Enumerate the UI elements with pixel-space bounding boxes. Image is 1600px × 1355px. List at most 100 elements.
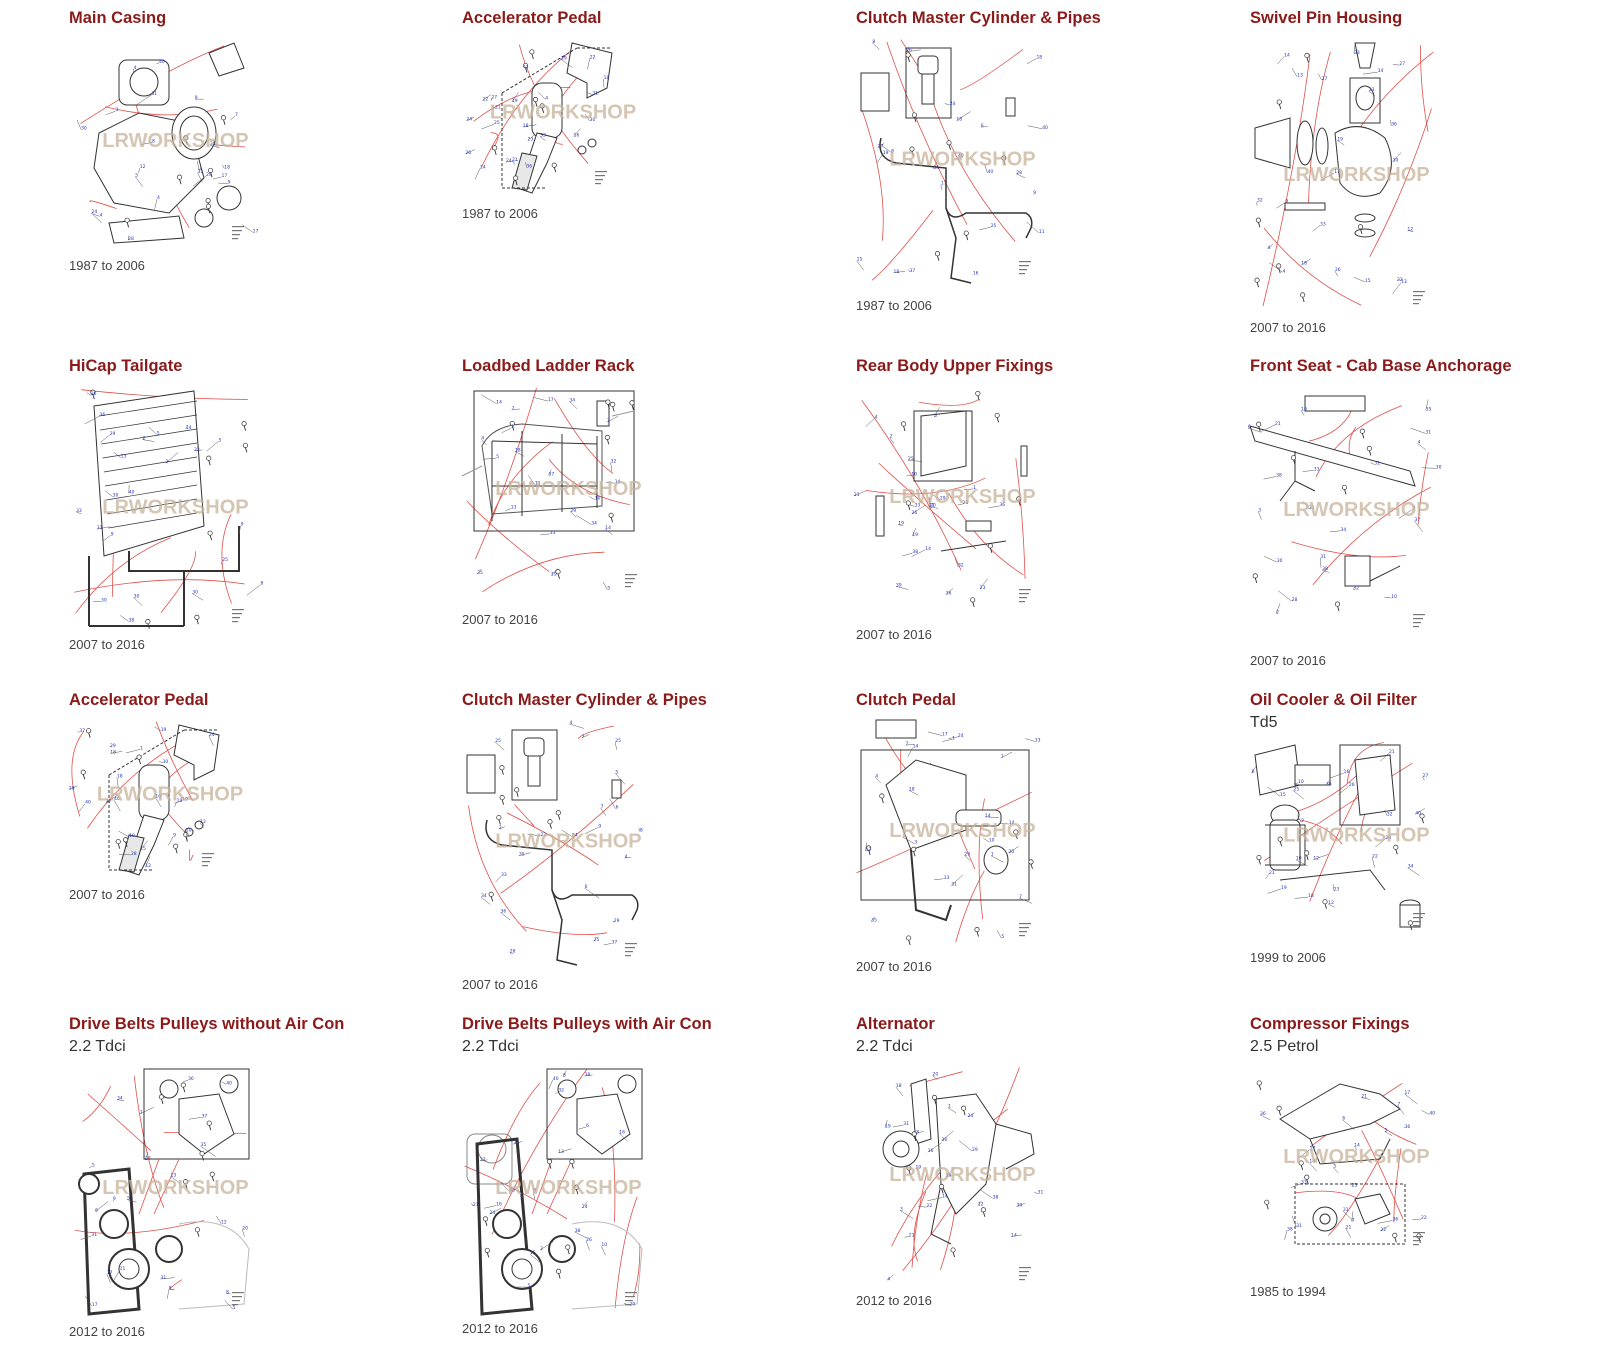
svg-text:18: 18 <box>523 123 529 129</box>
svg-text:37: 37 <box>79 728 85 734</box>
svg-text:38: 38 <box>129 617 135 623</box>
svg-text:24: 24 <box>466 117 472 123</box>
svg-text:34: 34 <box>117 1096 123 1102</box>
svg-text:30: 30 <box>1277 558 1283 564</box>
svg-text:6: 6 <box>1248 424 1251 430</box>
svg-text:7: 7 <box>235 112 238 118</box>
card-year-range: 2007 to 2016 <box>69 887 145 902</box>
card-title-link[interactable]: Swivel Pin Housing <box>1250 9 1403 27</box>
card-title-link[interactable]: Clutch Master Cylinder & Pipes <box>462 691 707 709</box>
svg-text:20: 20 <box>242 1225 248 1231</box>
svg-text:8: 8 <box>916 1129 919 1135</box>
card-title-link[interactable]: Clutch Pedal <box>856 691 956 709</box>
svg-text:28: 28 <box>510 949 516 955</box>
svg-text:21: 21 <box>1346 1224 1352 1230</box>
svg-text:40: 40 <box>159 59 165 65</box>
svg-text:34: 34 <box>481 893 487 899</box>
svg-text:2: 2 <box>890 434 893 440</box>
svg-text:30: 30 <box>192 590 198 596</box>
svg-text:5: 5 <box>615 769 618 775</box>
card-title-link[interactable]: Loadbed Ladder Rack <box>462 357 635 375</box>
card-title-link[interactable]: Front Seat - Cab Base Anchorage <box>1250 357 1512 375</box>
svg-text:40: 40 <box>85 800 91 806</box>
svg-text:LRWORKSHOP: LRWORKSHOP <box>102 1177 248 1199</box>
svg-text:39: 39 <box>896 582 902 588</box>
card-title-link[interactable]: Clutch Master Cylinder & Pipes <box>856 9 1101 27</box>
card-title-link[interactable]: Compressor Fixings <box>1250 1015 1410 1033</box>
card-title-link[interactable]: HiCap Tailgate <box>69 357 183 375</box>
svg-text:25: 25 <box>908 456 914 462</box>
svg-text:31: 31 <box>198 169 204 175</box>
svg-text:36: 36 <box>188 1076 194 1082</box>
svg-text:17: 17 <box>548 397 554 403</box>
svg-text:24: 24 <box>92 209 98 215</box>
svg-text:9: 9 <box>228 180 231 186</box>
svg-text:30: 30 <box>81 125 87 131</box>
svg-text:33: 33 <box>915 502 921 508</box>
svg-text:7: 7 <box>1001 754 1004 760</box>
svg-text:1: 1 <box>991 852 994 858</box>
svg-text:4: 4 <box>481 435 484 441</box>
svg-text:36: 36 <box>1391 122 1397 128</box>
svg-text:34: 34 <box>1378 68 1384 74</box>
card-year-range: 1985 to 1994 <box>1250 1284 1326 1299</box>
svg-text:40: 40 <box>987 169 993 175</box>
svg-text:31: 31 <box>97 525 103 531</box>
svg-text:20: 20 <box>930 503 936 509</box>
card-title-link[interactable]: Alternator <box>856 1015 935 1033</box>
svg-text:19: 19 <box>912 532 918 538</box>
svg-text:25: 25 <box>222 557 228 563</box>
svg-text:11: 11 <box>1039 229 1045 235</box>
svg-text:33: 33 <box>1320 221 1326 227</box>
card-title-link[interactable]: Rear Body Upper Fixings <box>856 357 1054 375</box>
card-title-link[interactable]: Accelerator Pedal <box>69 691 209 709</box>
svg-text:32: 32 <box>958 563 964 569</box>
svg-text:24: 24 <box>968 1113 974 1119</box>
svg-text:40: 40 <box>553 1076 559 1082</box>
svg-text:27: 27 <box>878 143 884 149</box>
card-title-link[interactable]: Main Casing <box>69 9 167 27</box>
card-title-link[interactable]: Drive Belts Pulleys without Air Con <box>69 1015 345 1033</box>
svg-text:10: 10 <box>1301 407 1307 413</box>
svg-text:11: 11 <box>535 481 541 487</box>
card-title-link[interactable]: Accelerator Pedal <box>462 9 602 27</box>
card-title-link[interactable]: Oil Cooler & Oil Filter <box>1250 691 1417 709</box>
svg-text:31: 31 <box>1343 1207 1349 1213</box>
card-title-link[interactable]: Drive Belts Pulleys with Air Con <box>462 1015 712 1033</box>
svg-text:19: 19 <box>898 521 904 527</box>
svg-text:21: 21 <box>473 1202 479 1208</box>
svg-text:6: 6 <box>585 884 588 890</box>
